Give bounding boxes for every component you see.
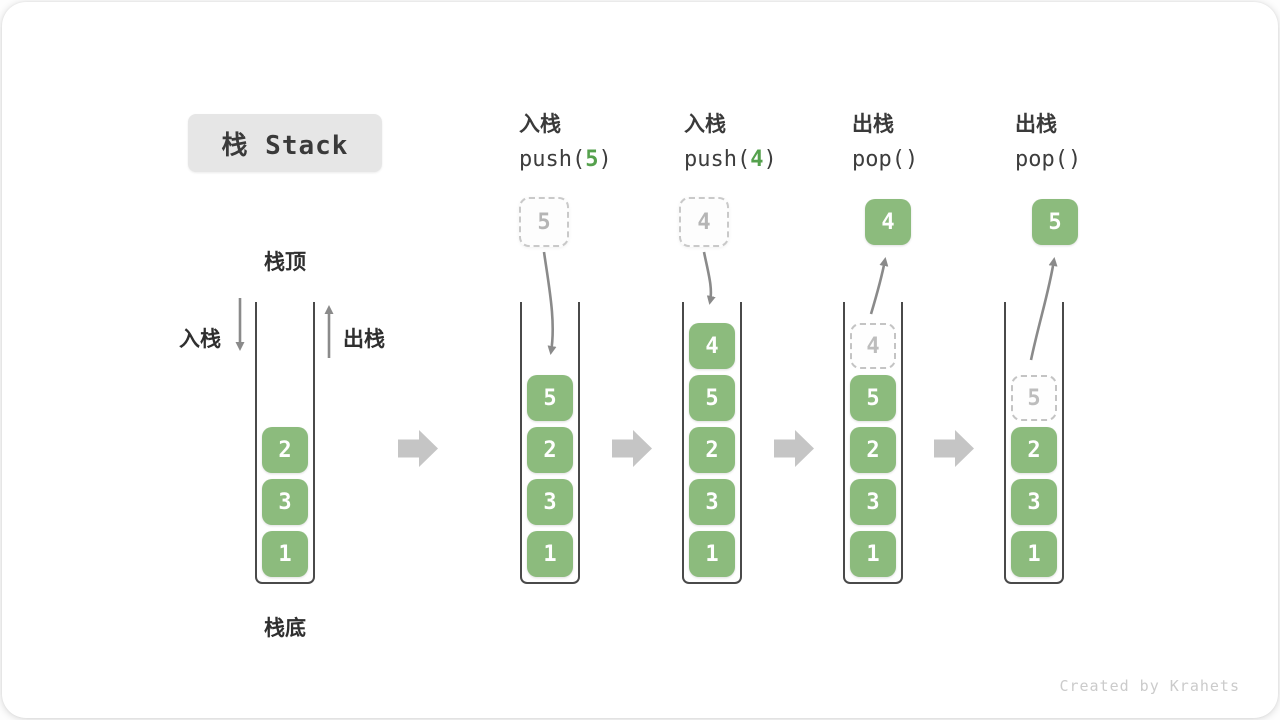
stack-cell: 2 <box>689 427 735 473</box>
stack-cell: 3 <box>850 479 896 525</box>
code-fn: push( <box>519 147 586 172</box>
popped-value-box: 5 <box>1032 199 1078 245</box>
flow-arrow-icon <box>612 430 652 467</box>
stack-container-1: 2 3 1 <box>255 302 315 584</box>
stack-container-2: 5 2 3 1 <box>520 302 580 584</box>
stack-cell: 3 <box>262 479 308 525</box>
code-fn: push( <box>684 147 751 172</box>
code-close: ) <box>904 147 919 172</box>
stack-cell: 3 <box>689 479 735 525</box>
operation-pop-1: 出栈 pop() <box>852 108 918 172</box>
stack-cell: 3 <box>1011 479 1057 525</box>
operation-label: 入栈 <box>519 113 561 136</box>
push-4-motion-arrow-icon <box>702 251 716 305</box>
stack-cell: 2 <box>527 427 573 473</box>
push-direction-label: 入栈 <box>179 328 221 351</box>
stack-cell: 5 <box>850 375 896 421</box>
pop-direction-label: 出栈 <box>343 328 385 351</box>
stack-container-4: 4 5 2 3 1 <box>843 302 903 584</box>
stack-cell: 1 <box>262 531 308 577</box>
code-close: ) <box>1067 147 1082 172</box>
code-fn: pop( <box>852 147 905 172</box>
operation-push-5: 入栈 push(5) <box>519 108 612 172</box>
stack-cell: 1 <box>689 531 735 577</box>
watermark-credit: Created by Krahets <box>1059 677 1240 695</box>
code-arg: 5 <box>585 147 599 172</box>
operation-code: push(5) <box>519 147 612 172</box>
stack-cell: 2 <box>850 427 896 473</box>
pending-value-box: 4 <box>679 197 729 247</box>
pending-value-box: 5 <box>519 197 569 247</box>
stack-cell: 5 <box>689 375 735 421</box>
operation-push-4: 入栈 push(4) <box>684 108 777 172</box>
stack-top-label: 栈顶 <box>264 251 306 274</box>
operation-label: 出栈 <box>1015 113 1057 136</box>
stack-bottom-label: 栈底 <box>264 617 306 640</box>
operation-label: 入栈 <box>684 113 726 136</box>
operation-code: push(4) <box>684 147 777 172</box>
stack-cell: 2 <box>262 427 308 473</box>
code-fn: pop( <box>1015 147 1068 172</box>
flow-arrow-icon <box>774 430 814 467</box>
stack-cell: 1 <box>527 531 573 577</box>
operation-pop-2: 出栈 pop() <box>1015 108 1081 172</box>
stack-cell: 5 <box>527 375 573 421</box>
operation-code: pop() <box>852 147 918 172</box>
stack-cell: 3 <box>527 479 573 525</box>
stack-cell: 4 <box>689 323 735 369</box>
operation-label: 出栈 <box>852 113 894 136</box>
ghost-cell: 4 <box>850 323 896 369</box>
stack-container-5: 5 2 3 1 <box>1004 302 1064 584</box>
operation-code: pop() <box>1015 147 1081 172</box>
code-close: ) <box>598 147 612 172</box>
ghost-cell: 5 <box>1011 375 1057 421</box>
stack-container-3: 4 5 2 3 1 <box>682 302 742 584</box>
stack-cell: 1 <box>1011 531 1057 577</box>
flow-arrow-icon <box>398 430 438 467</box>
flow-arrow-icon <box>934 430 974 467</box>
code-arg: 4 <box>750 147 764 172</box>
stack-cell: 1 <box>850 531 896 577</box>
stack-cell: 2 <box>1011 427 1057 473</box>
popped-value-box: 4 <box>865 199 911 245</box>
diagram-title: 栈 Stack <box>188 114 382 172</box>
code-close: ) <box>763 147 777 172</box>
